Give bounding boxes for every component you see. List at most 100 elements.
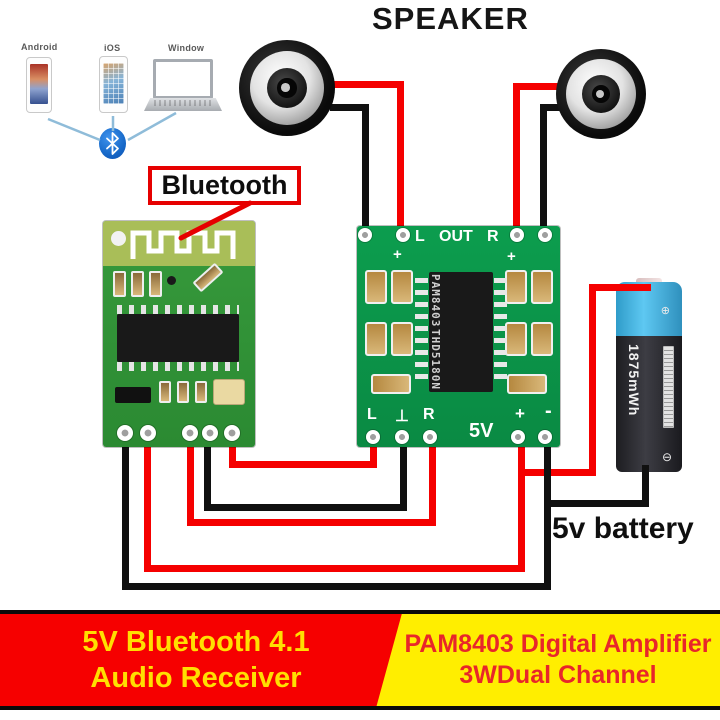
ios-label: iOS bbox=[104, 43, 121, 53]
right-speaker bbox=[556, 49, 646, 139]
battery-capacity-label: 1875mWh bbox=[626, 344, 642, 417]
amp-bottom-minus: - bbox=[545, 400, 552, 422]
wire-power-positive-5v-drop bbox=[518, 443, 525, 572]
amp-out-label-l: L bbox=[415, 228, 425, 245]
smd-component bbox=[505, 322, 527, 356]
banner-right-line2: 3WDual Channel bbox=[459, 661, 657, 689]
regulator-part bbox=[115, 387, 151, 403]
banner-left-line1: 5V Bluetooth 4.1 bbox=[82, 625, 310, 658]
left-speaker-highlight bbox=[281, 83, 290, 92]
bluetooth-chip bbox=[117, 314, 239, 362]
smd-component bbox=[505, 270, 527, 304]
wire-power-positive-batt-h2 bbox=[589, 284, 651, 291]
bt-pad-ground bbox=[202, 425, 218, 441]
laptop-keyboard bbox=[154, 100, 212, 106]
chip-marking-line1: PAM8403 bbox=[429, 273, 442, 328]
link-windows-bluetooth bbox=[127, 111, 177, 142]
amp-in-label-r: R bbox=[423, 406, 435, 423]
wire-bt-left-out-1 bbox=[229, 443, 236, 468]
smd-capacitor bbox=[113, 271, 126, 297]
banner-right-line1: PAM8403 Digital Amplifier bbox=[404, 629, 712, 658]
amp-5v-label: 5V bbox=[469, 420, 494, 442]
left-speaker bbox=[239, 40, 335, 136]
pam8403-chip: PAM8403 THD5180N bbox=[429, 272, 493, 392]
amp-pad-rout-pos bbox=[510, 228, 524, 242]
amp-pad-rout-neg bbox=[538, 228, 552, 242]
mounting-hole bbox=[111, 231, 126, 246]
smd-component bbox=[365, 270, 387, 304]
chip-pins-left bbox=[415, 278, 428, 386]
wire-power-negative-bt-drop bbox=[122, 443, 129, 590]
pcb-antenna-strip bbox=[103, 221, 255, 266]
wire-power-negative-drop bbox=[544, 443, 551, 590]
iphone-icon bbox=[99, 56, 128, 113]
amp-pad-gnd-in bbox=[395, 430, 409, 444]
banner-red-panel bbox=[0, 614, 402, 706]
wire-left-speaker-negative-v bbox=[362, 104, 369, 233]
amp-out-label-r: R bbox=[487, 228, 499, 245]
bluetooth-rune bbox=[106, 132, 119, 155]
battery-spec-label bbox=[663, 346, 674, 428]
wire-power-negative-bus-h bbox=[122, 583, 551, 590]
meander-antenna-icon bbox=[130, 230, 236, 259]
amp-pad-gnd-pwr bbox=[538, 430, 552, 444]
smd-component bbox=[391, 270, 413, 304]
wire-right-speaker-positive-h bbox=[513, 83, 575, 90]
bt-pad-gnd-out bbox=[117, 425, 133, 441]
smd-capacitor bbox=[131, 271, 144, 297]
android-phone-screen bbox=[30, 64, 48, 104]
battery-plus-icon: ⊕ bbox=[660, 305, 670, 317]
bt-pad-5v-in bbox=[140, 425, 156, 441]
amp-pad-rin bbox=[423, 430, 437, 444]
smd-component bbox=[531, 270, 553, 304]
android-phone-icon bbox=[26, 57, 52, 113]
smd-component bbox=[391, 322, 413, 356]
amp-plus-right: + bbox=[507, 248, 516, 265]
wire-left-speaker-positive-h bbox=[318, 81, 404, 88]
test-point bbox=[167, 276, 176, 285]
speaker-title: SPEAKER bbox=[372, 1, 529, 36]
amp-pad-lout-pos bbox=[396, 228, 410, 242]
smd-capacitor bbox=[177, 381, 189, 403]
amp-bottom-plus: + bbox=[515, 404, 525, 423]
smd-capacitor bbox=[159, 381, 171, 403]
chip-pins-right bbox=[494, 278, 507, 386]
link-android-bluetooth bbox=[47, 117, 101, 142]
wire-power-positive-bt-drop bbox=[144, 443, 151, 572]
amp-pad-5v bbox=[511, 430, 525, 444]
ic-pins-top bbox=[117, 305, 239, 314]
amp-out-label-out: OUT bbox=[439, 228, 473, 245]
wire-bt-ground-1 bbox=[204, 443, 211, 511]
wire-bt-left-out-3 bbox=[370, 443, 377, 468]
wire-bt-right-out-2 bbox=[187, 519, 436, 526]
windows-label: Window bbox=[168, 43, 205, 53]
wire-power-positive-bus-h bbox=[144, 565, 525, 572]
laptop-screen-icon bbox=[153, 59, 213, 99]
wire-bt-right-out-3 bbox=[429, 443, 436, 526]
smd-capacitor bbox=[149, 271, 162, 297]
banner-left-title: 5V Bluetooth 4.1 Audio Receiver bbox=[0, 614, 392, 706]
bluetooth-logo-icon bbox=[99, 128, 126, 159]
smd-capacitor bbox=[195, 381, 207, 403]
battery: 1875mWh ⊖ ⊕ bbox=[616, 278, 682, 472]
wire-right-speaker-positive-v bbox=[513, 83, 520, 233]
smd-component bbox=[365, 322, 387, 356]
bluetooth-callout-label: Bluetooth bbox=[161, 170, 288, 200]
ic-pins-bottom bbox=[117, 362, 239, 371]
bluetooth-callout-box: Bluetooth bbox=[148, 166, 301, 205]
wire-power-positive-batt-h1 bbox=[518, 469, 596, 476]
wire-right-speaker-negative-v bbox=[540, 104, 547, 233]
wire-power-negative-batt-h bbox=[544, 500, 649, 507]
smd-diode-diagonal bbox=[192, 262, 224, 293]
pam8403-amplifier-board: L OUT R + + PAM8403 THD5180N L ⊥ R 5V + … bbox=[357, 226, 560, 447]
smd-component bbox=[371, 374, 411, 394]
amp-pad-lin bbox=[366, 430, 380, 444]
laptop-base-icon bbox=[144, 98, 222, 111]
smd-component bbox=[507, 374, 547, 394]
amp-plus-left: + bbox=[393, 246, 402, 263]
battery-caption: 5v battery bbox=[552, 512, 694, 545]
right-speaker-highlight bbox=[595, 89, 604, 98]
iphone-screen bbox=[103, 63, 124, 104]
wire-left-speaker-negative-h bbox=[330, 104, 369, 111]
